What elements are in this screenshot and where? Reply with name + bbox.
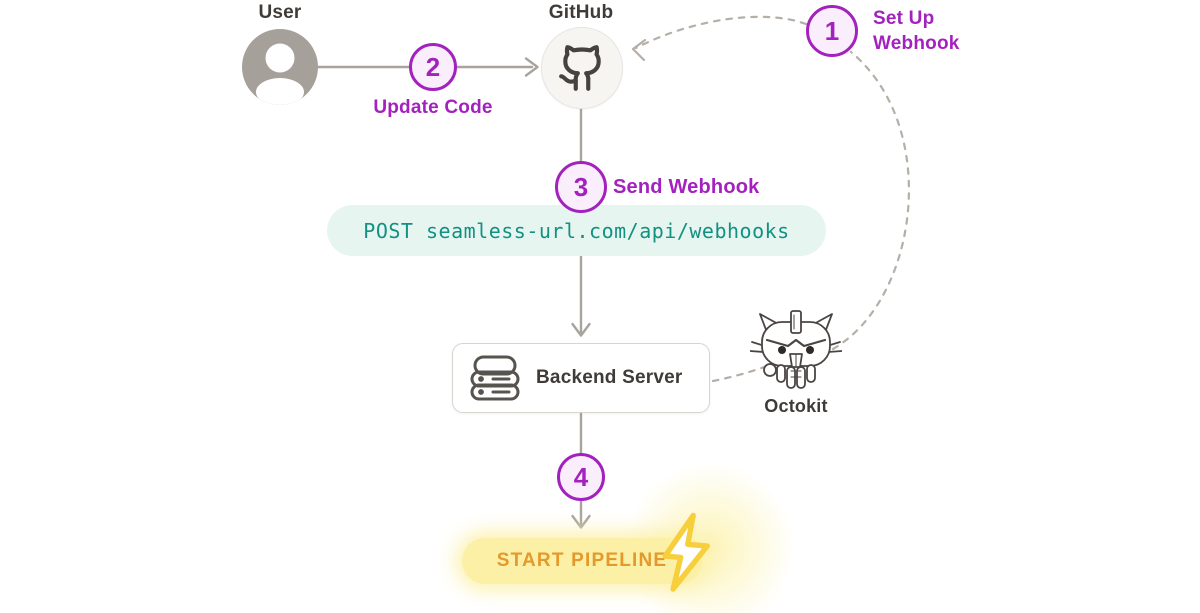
step-badge-4: 4 (557, 453, 605, 501)
step-label-3: Send Webhook (613, 176, 760, 198)
dashed-backend-to-octokit (711, 360, 780, 383)
octokit-node-label: Octokit (764, 396, 828, 416)
arrowhead-down-pipeline-icon (571, 514, 591, 529)
step-badge-3: 3 (555, 161, 607, 213)
backend-server-node: Backend Server (452, 343, 710, 413)
arrowhead-dashed-github-icon (631, 38, 647, 62)
start-pipeline-label: START PIPELINE (496, 550, 668, 571)
backend-server-label: Backend Server (536, 367, 683, 388)
arrowhead-right-icon (524, 57, 539, 77)
github-node (541, 27, 623, 109)
step-badge-1: 1 (806, 5, 858, 57)
step-label-1: Set Up Webhook (873, 8, 960, 54)
webhook-endpoint-pill: POST seamless-url.com/api/webhooks (327, 205, 826, 256)
step-label-2: Update Code (373, 97, 493, 118)
lightning-bolt-icon (653, 510, 720, 597)
webhook-endpoint-text: POST seamless-url.com/api/webhooks (363, 218, 790, 243)
github-node-label: GitHub (548, 2, 614, 23)
dashed-step1-to-github (634, 15, 808, 50)
step-badge-2: 2 (409, 43, 457, 91)
server-icon (470, 355, 520, 401)
user-node-label: User (258, 2, 302, 23)
user-avatar-icon (242, 29, 318, 105)
octokit-mascot-icon (749, 309, 843, 401)
start-pipeline-pill: START PIPELINE (462, 538, 702, 584)
dashed-octokit-arc (831, 50, 911, 351)
github-octocat-icon (559, 45, 601, 91)
arrowhead-down-backend-icon (571, 322, 591, 337)
step-number-1: 1 (824, 15, 840, 46)
step-number-4: 4 (573, 461, 589, 492)
step-number-2: 2 (425, 51, 441, 82)
step-number-3: 3 (573, 171, 589, 202)
